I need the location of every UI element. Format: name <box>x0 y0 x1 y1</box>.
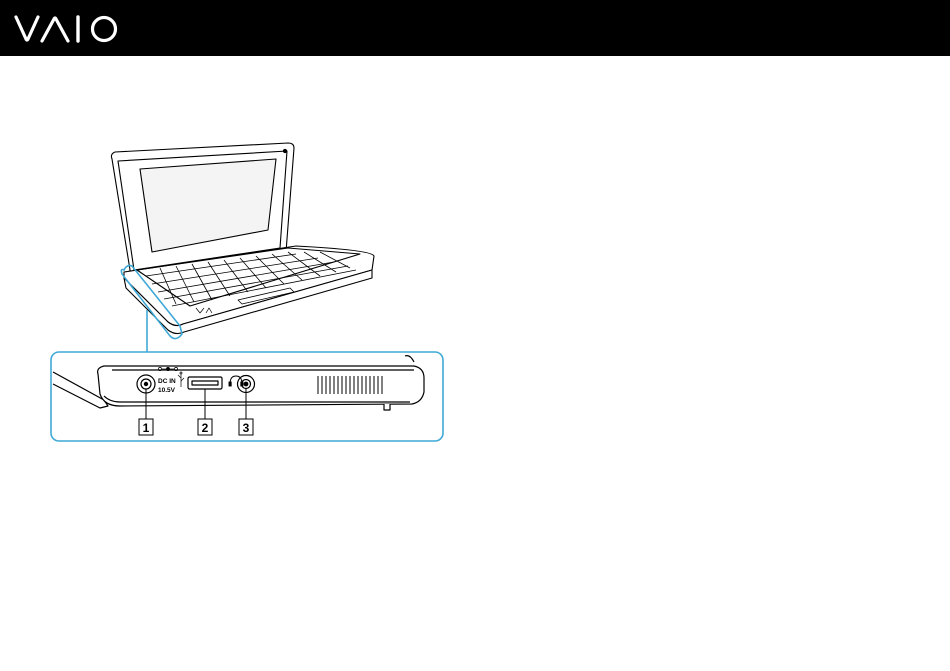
voltage-label: 10.5V <box>158 387 176 394</box>
header-bar <box>0 0 950 56</box>
callout-1-number: 1 <box>143 421 150 435</box>
laptop-illustration <box>111 143 374 334</box>
laptop-port-figure: DC IN 10.5V 1 2 <box>0 56 470 456</box>
dc-polarity-symbol <box>158 367 177 370</box>
callout-3: 3 <box>239 419 253 435</box>
callout-2: 2 <box>198 419 212 435</box>
callout-3-number: 3 <box>243 421 250 435</box>
dc-in-label: DC IN <box>158 378 176 385</box>
vaio-logo <box>14 13 122 45</box>
callout-2-number: 2 <box>202 421 209 435</box>
callout-1: 1 <box>139 419 153 435</box>
